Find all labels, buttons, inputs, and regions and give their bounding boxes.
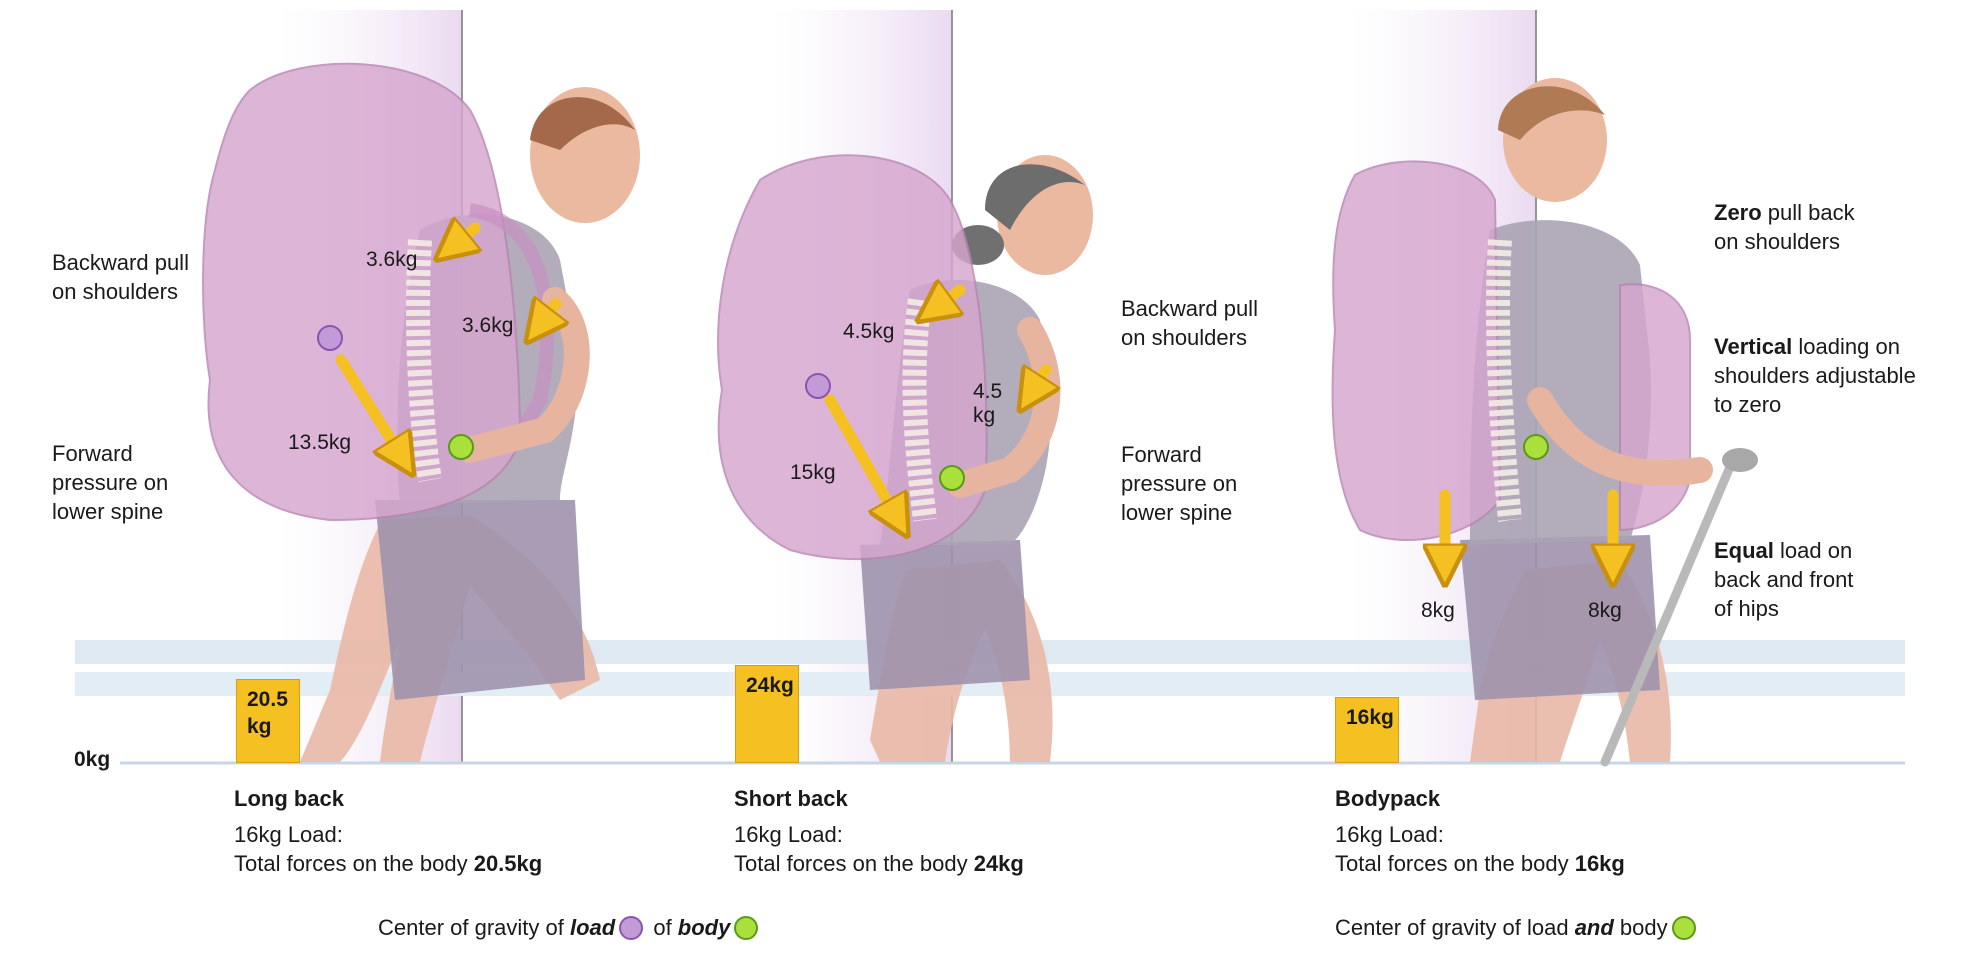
force-label-2a: 4.5kg <box>843 320 895 343</box>
body-cog-swatch <box>734 916 759 940</box>
caption-bodypack: Bodypack 16kg Load: Total forces on the … <box>1335 786 1625 878</box>
note-forward-pressure-1: Forward pressure on lower spine <box>52 441 169 524</box>
caption-total-value: 16kg <box>1574 851 1625 876</box>
caption-title: Long back <box>234 786 345 811</box>
caption-total-prefix: Total forces on the body <box>1335 851 1575 876</box>
legend-body-word: body <box>677 915 731 940</box>
force-bar-long-back: 20.5 kg <box>236 679 300 763</box>
arrow-2b <box>1028 370 1046 398</box>
arrow-2c <box>824 394 900 523</box>
note-equal-load: Equal load on back and front of hips <box>1714 536 1853 623</box>
trekking-pole <box>1600 450 1740 767</box>
note-vertical-rest: loading on shoulders adjustable to zero <box>1714 334 1916 417</box>
force-label-1b: 3.6kg <box>462 314 514 337</box>
legend-middle: of <box>647 915 678 940</box>
note-backward-pull-2: Backward pull on shoulders <box>1121 296 1258 350</box>
caption-total: Total forces on the body 24kg <box>734 849 1024 878</box>
note-equal-bold: Equal <box>1714 538 1774 563</box>
cog-body-1 <box>448 434 474 460</box>
caption-short-back: Short back 16kg Load: Total forces on th… <box>734 786 1024 878</box>
caption-load: 16kg Load: <box>234 822 343 847</box>
note-vertical-bold: Vertical <box>1714 334 1793 359</box>
axis-zero-label: 0kg <box>74 748 111 771</box>
caption-total-value: 24kg <box>973 851 1024 876</box>
force-label-1c: 13.5kg <box>288 431 352 454</box>
legend-and-word: and <box>1574 915 1614 940</box>
force-label-3a: 8kg <box>1421 599 1455 622</box>
note-equal-rest: load on back and front of hips <box>1714 538 1854 621</box>
combined-cog-swatch <box>1671 916 1696 940</box>
caption-total-value: 20.5kg <box>473 851 543 876</box>
caption-title: Short back <box>734 786 848 811</box>
force-arrows <box>335 228 1613 570</box>
force-bar-label: 16kg <box>1346 706 1394 729</box>
arrow-1a <box>448 228 475 250</box>
cog-load-1 <box>317 325 343 351</box>
note-forward-pressure-2: Forward pressure on lower spine <box>1121 442 1238 525</box>
force-bar-short-back: 24kg <box>735 665 799 763</box>
caption-total: Total forces on the body 16kg <box>1335 849 1625 878</box>
force-label-2c: 15kg <box>790 461 836 484</box>
legend-load-word: load <box>569 915 616 940</box>
caption-total-prefix: Total forces on the body <box>734 851 974 876</box>
note-backward-pull-1: Backward pull on shoulders <box>52 250 189 304</box>
figure-long-back <box>202 62 640 762</box>
force-bar-bodypack: 16kg <box>1335 697 1399 763</box>
cog-load-2 <box>805 373 831 399</box>
legend-separate-cog: Center of gravity of load of body <box>378 913 762 942</box>
cog-body-2 <box>939 465 965 491</box>
cog-combined-3 <box>1523 434 1549 460</box>
arrow-1b <box>536 304 556 330</box>
arrow-1c <box>335 354 405 462</box>
note-zero-pull: Zero pull back on shoulders <box>1714 198 1855 256</box>
legend-suffix: body <box>1613 915 1668 940</box>
legend-prefix: Center of gravity of <box>378 915 570 940</box>
load-cog-swatch <box>619 916 644 940</box>
caption-load: 16kg Load: <box>1335 822 1444 847</box>
caption-load: 16kg Load: <box>734 822 843 847</box>
caption-total: Total forces on the body 20.5kg <box>234 849 542 878</box>
arrow-2a <box>930 290 966 312</box>
caption-total-prefix: Total forces on the body <box>234 851 474 876</box>
force-label-2b: 4.5 kg <box>973 380 1003 427</box>
note-zero-bold: Zero <box>1714 200 1762 225</box>
force-label-3b: 8kg <box>1588 599 1622 622</box>
note-vertical-loading: Vertical loading on shoulders adjustable… <box>1714 332 1916 419</box>
caption-long-back: Long back 16kg Load: Total forces on the… <box>234 786 542 878</box>
force-label-1a: 3.6kg <box>366 248 418 271</box>
legend-combined-cog: Center of gravity of load and body <box>1335 913 1700 942</box>
caption-title: Bodypack <box>1335 786 1441 811</box>
force-bar-label: 20.5 kg <box>247 688 288 738</box>
note-zero-rest: pull back on shoulders <box>1714 200 1855 254</box>
force-bar-label: 24kg <box>746 674 794 697</box>
legend-prefix: Center of gravity of load <box>1335 915 1575 940</box>
